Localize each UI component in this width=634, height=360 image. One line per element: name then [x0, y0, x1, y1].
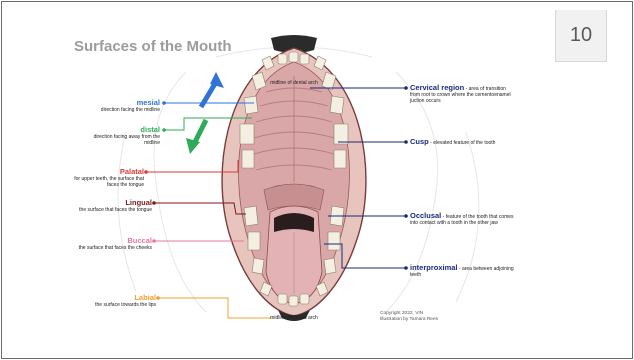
label-occlusal: Occlusal - feature of the tooth that com… — [410, 211, 516, 226]
distal-arrow-shaft — [194, 120, 206, 144]
label-distal: distal direction facing away from the mi… — [86, 125, 160, 146]
label-cervical: Cervical region - area of transition fro… — [410, 83, 516, 104]
label-buccal-term: Buccal — [78, 236, 152, 245]
label-labial: Labial the surface towards the lips — [82, 293, 156, 308]
label-mesial: mesial direction facing the midline — [86, 98, 160, 113]
label-cusp-term: Cusp — [410, 137, 429, 146]
credit-illustrator: Illustration by Tamara Rees — [380, 317, 438, 323]
label-distal-desc: direction facing away from the midline — [94, 134, 160, 146]
label-interproximal-term: interproximal — [410, 263, 458, 272]
label-labial-term: Labial — [82, 293, 156, 302]
slide-image: Surfaces of the Mouth — [66, 32, 522, 328]
label-palatal: Palatal for upper teeth, the surface tha… — [66, 167, 144, 188]
image-credit: Copyright 2022, VIN Illustration by Tama… — [380, 311, 438, 323]
label-cusp-desc: - elevated feature of the tooth — [430, 140, 495, 146]
label-distal-term: distal — [86, 125, 160, 134]
label-palatal-term: Palatal — [66, 167, 144, 176]
label-cusp: Cusp - elevated feature of the tooth — [410, 137, 516, 146]
right-leader-dots — [404, 86, 408, 270]
midline-top-label: midline of dental arch — [268, 80, 320, 86]
label-buccal-desc: the surface that faces the cheeks — [79, 245, 152, 251]
midline-bottom-label: midline of dental arch — [266, 315, 322, 321]
page-number-badge: 10 — [555, 10, 607, 62]
label-mesial-desc: direction facing the midline — [101, 107, 160, 113]
label-occlusal-term: Occlusal — [410, 211, 441, 220]
label-palatal-desc: for upper teeth, the surface that faces … — [74, 176, 144, 188]
label-lingual: Lingual the surface that faces the tongu… — [78, 198, 152, 213]
label-interproximal: interproximal - area between adjoining t… — [410, 263, 516, 278]
label-lingual-term: Lingual — [78, 198, 152, 207]
label-lingual-desc: the surface that faces the tongue — [79, 207, 152, 213]
label-cervical-term: Cervical region — [410, 83, 464, 92]
label-buccal: Buccal the surface that faces the cheeks — [78, 236, 152, 251]
label-mesial-term: mesial — [86, 98, 160, 107]
label-labial-desc: the surface towards the lips — [95, 302, 156, 308]
